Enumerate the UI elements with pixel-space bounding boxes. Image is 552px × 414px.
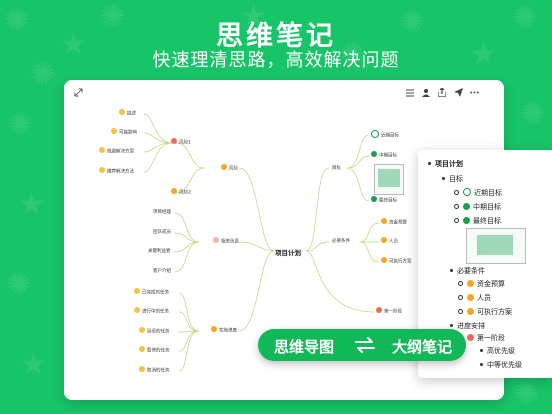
outline-condition-item[interactable]: 人员 xyxy=(458,293,491,303)
bullet xyxy=(458,294,463,300)
node-conditions[interactable]: 必要条件 xyxy=(332,239,350,244)
bullet xyxy=(458,308,463,314)
outline-mode-label: 大纲笔记 xyxy=(391,338,452,356)
bullet xyxy=(428,161,431,165)
emoji-icon xyxy=(381,257,387,263)
emoji-icon xyxy=(111,128,117,134)
progress-half-icon xyxy=(463,202,470,210)
money-icon xyxy=(467,279,474,287)
bullet xyxy=(458,280,463,286)
export-icon[interactable] xyxy=(438,88,446,97)
money-icon xyxy=(381,218,387,224)
progress-half-icon xyxy=(371,151,377,157)
progress-quarter-icon xyxy=(371,130,379,138)
bullet xyxy=(442,176,445,180)
hero-subtitle: 快速理清思路，高效解决问题 xyxy=(152,50,400,71)
collapse-arrows-icon[interactable] xyxy=(74,88,83,97)
progress-quarter-icon xyxy=(463,188,471,196)
node-condition-child[interactable]: 资金预算 xyxy=(381,218,407,227)
list-icon[interactable] xyxy=(406,89,414,97)
emoji-icon xyxy=(467,307,474,315)
outline-condition-item[interactable]: 可执行方案 xyxy=(458,307,512,317)
outline-phase-item[interactable]: 高优先级 xyxy=(480,346,515,356)
node-progress-child[interactable]: 暂停的任务 xyxy=(139,346,170,355)
bullet xyxy=(480,362,483,366)
node-risk2[interactable]: 风险2 xyxy=(171,188,191,197)
emoji-icon xyxy=(134,307,140,313)
emoji-icon xyxy=(139,366,145,372)
node-people-child[interactable]: 关键利益者 xyxy=(148,249,171,254)
node-goal-child[interactable]: 近期目标 xyxy=(371,130,399,140)
emoji-icon xyxy=(139,327,145,333)
mindmap-root[interactable]: 项目计划 xyxy=(275,249,301,257)
mindmap-connectors xyxy=(143,113,380,372)
hero-title: 思维笔记 xyxy=(216,21,336,52)
person-icon xyxy=(467,293,474,301)
check-icon xyxy=(463,216,470,224)
image-attachment[interactable] xyxy=(374,164,404,195)
outline-conditions[interactable]: 必要条件 xyxy=(450,266,485,276)
priority-icon xyxy=(376,307,382,313)
outline-goal[interactable]: 目标 xyxy=(442,174,463,184)
node-risk1-child[interactable]: 可能影响 xyxy=(111,128,137,137)
check-icon xyxy=(371,196,377,202)
send-icon[interactable] xyxy=(454,88,463,97)
node-phase[interactable]: 第一阶段 xyxy=(376,307,402,316)
swap-arrows-icon xyxy=(355,337,375,353)
node-progress-child[interactable]: 进行中的任务 xyxy=(134,307,169,316)
image-thumbnail xyxy=(378,169,400,187)
emoji-icon xyxy=(221,164,227,170)
node-goal-child[interactable]: 最终目标 xyxy=(371,196,397,205)
node-risk1-child[interactable]: 推荐解决方法 xyxy=(99,167,134,176)
outline-goal-item[interactable]: 最终目标 xyxy=(454,216,501,226)
node-goal[interactable]: 目标 xyxy=(332,166,341,171)
node-people-child[interactable]: 团队成员 xyxy=(153,230,171,235)
outline-panel: 项目计划 目标 近期目标 中期目标 最终目标 必要条件 资金预算 人员 可执行方… xyxy=(418,150,552,378)
node-condition-child[interactable]: 人员 xyxy=(381,237,398,246)
node-risk1-child[interactable]: 规避解决方案 xyxy=(99,147,134,156)
node-condition-child[interactable]: 可执行方案 xyxy=(381,257,412,266)
outline-phase-item[interactable]: 中等优先级 xyxy=(480,360,522,370)
emoji-icon xyxy=(119,109,125,115)
emoji-icon xyxy=(99,147,105,153)
bullet xyxy=(454,189,459,195)
node-risk1[interactable]: 风险1 xyxy=(171,138,191,147)
node-people-child[interactable]: 项目经理 xyxy=(153,210,171,215)
bullet xyxy=(450,268,453,272)
person-icon xyxy=(381,237,387,243)
node-risk[interactable]: 风险 xyxy=(221,164,238,173)
mindmap-mode-label: 思维导图 xyxy=(274,338,335,356)
emoji-icon xyxy=(134,288,140,294)
node-progress-child[interactable]: 取消的任务 xyxy=(139,366,170,375)
outline-goal-item[interactable]: 近期目标 xyxy=(454,188,502,198)
priority-icon xyxy=(171,138,177,144)
user-icon[interactable] xyxy=(422,88,431,97)
bullet xyxy=(454,217,459,223)
node-goal-child[interactable]: 中期目标 xyxy=(371,151,397,160)
priority-icon xyxy=(171,188,177,194)
node-risk1-child[interactable]: 描述 xyxy=(119,109,136,118)
node-progress[interactable]: 实际进度 xyxy=(211,326,237,335)
priority-icon xyxy=(467,333,474,341)
emoji-icon xyxy=(139,346,145,352)
node-progress-child[interactable]: 已完成的任务 xyxy=(134,288,169,297)
outline-condition-item[interactable]: 资金预算 xyxy=(458,279,505,289)
node-progress-child[interactable]: 延迟的任务 xyxy=(139,327,170,336)
bullet xyxy=(450,323,453,327)
outline-goal-item[interactable]: 中期目标 xyxy=(454,202,501,212)
outline-schedule[interactable]: 进度安排 xyxy=(450,321,485,331)
people-icon xyxy=(213,237,219,243)
clock-icon xyxy=(211,326,217,332)
more-icon[interactable] xyxy=(470,91,479,94)
bullet xyxy=(454,203,459,209)
node-people-child[interactable]: 客户介绍 xyxy=(153,269,171,274)
image-thumbnail xyxy=(477,235,513,255)
mode-switch-banner[interactable]: 思维导图 大纲笔记 xyxy=(258,329,466,361)
image-attachment[interactable] xyxy=(466,228,526,264)
node-people[interactable]: 相关信息 xyxy=(213,237,239,246)
bullet xyxy=(480,348,483,352)
emoji-icon xyxy=(99,167,105,173)
outline-root[interactable]: 项目计划 xyxy=(428,159,463,169)
